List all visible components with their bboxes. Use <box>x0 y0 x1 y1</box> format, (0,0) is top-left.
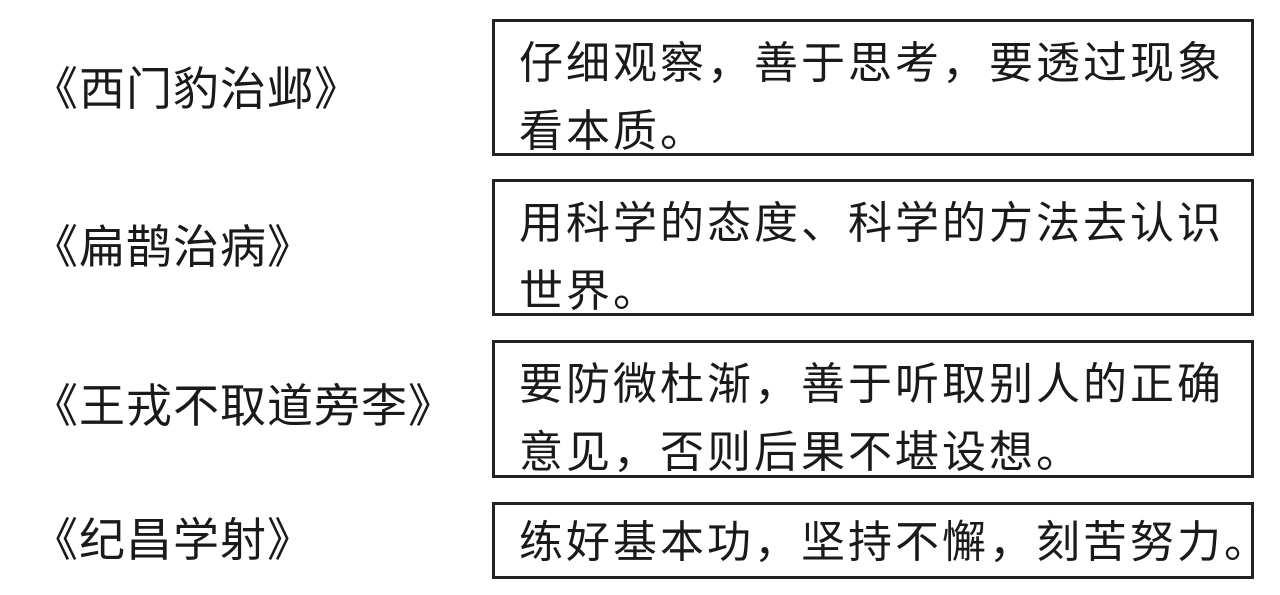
moral-line: 世界。 <box>519 266 660 316</box>
moral-line: 用科学的态度、科学的方法去认识 <box>519 198 1224 249</box>
moral-line: 意见，否则后果不堪设想。 <box>519 427 1083 478</box>
moral-line: 看本质。 <box>519 106 707 156</box>
moral-box-1: 仔细观察，善于思考，要透过现象 看本质。 <box>492 19 1254 156</box>
story-title-jichang: 《纪昌学射》 <box>32 513 314 567</box>
moral-box-2: 用科学的态度、科学的方法去认识 世界。 <box>492 179 1254 316</box>
story-title-wangrong: 《王戎不取道旁李》 <box>32 379 455 433</box>
story-title-ximenbao: 《西门豹治邺》 <box>32 62 361 116</box>
moral-box-3: 要防微杜渐，善于听取别人的正确 意见，否则后果不堪设想。 <box>492 340 1254 478</box>
moral-line: 练好基本功，坚持不懈，刻苦努力。 <box>519 517 1254 568</box>
story-title-bianque: 《扁鹊治病》 <box>32 220 314 274</box>
moral-line: 仔细观察，善于思考，要透过现象 <box>519 38 1224 89</box>
moral-box-4: 练好基本功，坚持不懈，刻苦努力。 <box>492 502 1254 579</box>
moral-line: 要防微杜渐，善于听取别人的正确 <box>519 359 1224 410</box>
